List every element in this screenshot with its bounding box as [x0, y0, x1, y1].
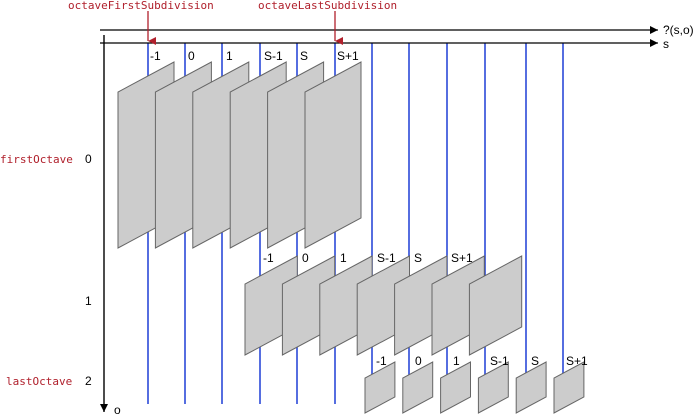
- octave-1-value: 1: [85, 294, 92, 308]
- marker-first-subdivision: octaveFirstSubdivision: [68, 0, 214, 45]
- row-2-label: 1: [453, 354, 460, 368]
- octave-2-panel: [440, 361, 471, 414]
- row-0-label: S-1: [264, 49, 283, 63]
- row-0-label: S: [300, 49, 308, 63]
- row-0-label: S+1: [337, 49, 359, 63]
- row-2-label: -1: [376, 354, 387, 368]
- row-1-label: 0: [302, 251, 309, 265]
- last-octave-label: lastOctave: [6, 375, 72, 388]
- axes: [100, 26, 658, 412]
- marker-first-subdivision-label: octaveFirstSubdivision: [68, 0, 214, 12]
- row-0-label: 0: [188, 49, 195, 63]
- row-1-label: S: [414, 251, 422, 265]
- octave-2-panel: [402, 361, 434, 414]
- first-octave-label: firstOctave: [0, 153, 73, 166]
- row-2-label: S: [531, 354, 539, 368]
- row-1-label: 1: [340, 251, 347, 265]
- octave-0-value: 0: [85, 152, 92, 166]
- marker-last-subdivision: octaveLastSubdivision: [258, 0, 397, 45]
- o-axis-label: o: [114, 403, 121, 417]
- octave-1-panel: [468, 255, 523, 356]
- row-2-label: 0: [415, 354, 422, 368]
- marker-last-subdivision-label: octaveLastSubdivision: [258, 0, 397, 12]
- octave-0-panel: [304, 61, 362, 249]
- row-2-label: S-1: [490, 354, 509, 368]
- octave-panels: [117, 61, 585, 414]
- row-2-label: S+1: [566, 354, 588, 368]
- row-1-label: -1: [263, 251, 274, 265]
- octave-2-panel: [553, 361, 585, 414]
- octave-2-panel: [477, 361, 509, 414]
- s-axis-label: s: [663, 37, 669, 51]
- row-1-labels: -1 0 1 S-1 S S+1: [263, 251, 473, 265]
- row-0-label: 1: [226, 49, 233, 63]
- row-0-labels: -1 0 1 S-1 S S+1: [150, 49, 359, 63]
- octave-2-value: 2: [85, 374, 92, 388]
- outer-axis-label: ?(s,o): [663, 23, 694, 37]
- row-1-label: S-1: [377, 251, 396, 265]
- row-2-labels: -1 0 1 S-1 S S+1: [376, 354, 588, 368]
- octave-2-panel: [364, 361, 396, 414]
- row-1-label: S+1: [451, 251, 473, 265]
- octave-2-panel: [515, 361, 547, 414]
- row-0-label: -1: [150, 49, 161, 63]
